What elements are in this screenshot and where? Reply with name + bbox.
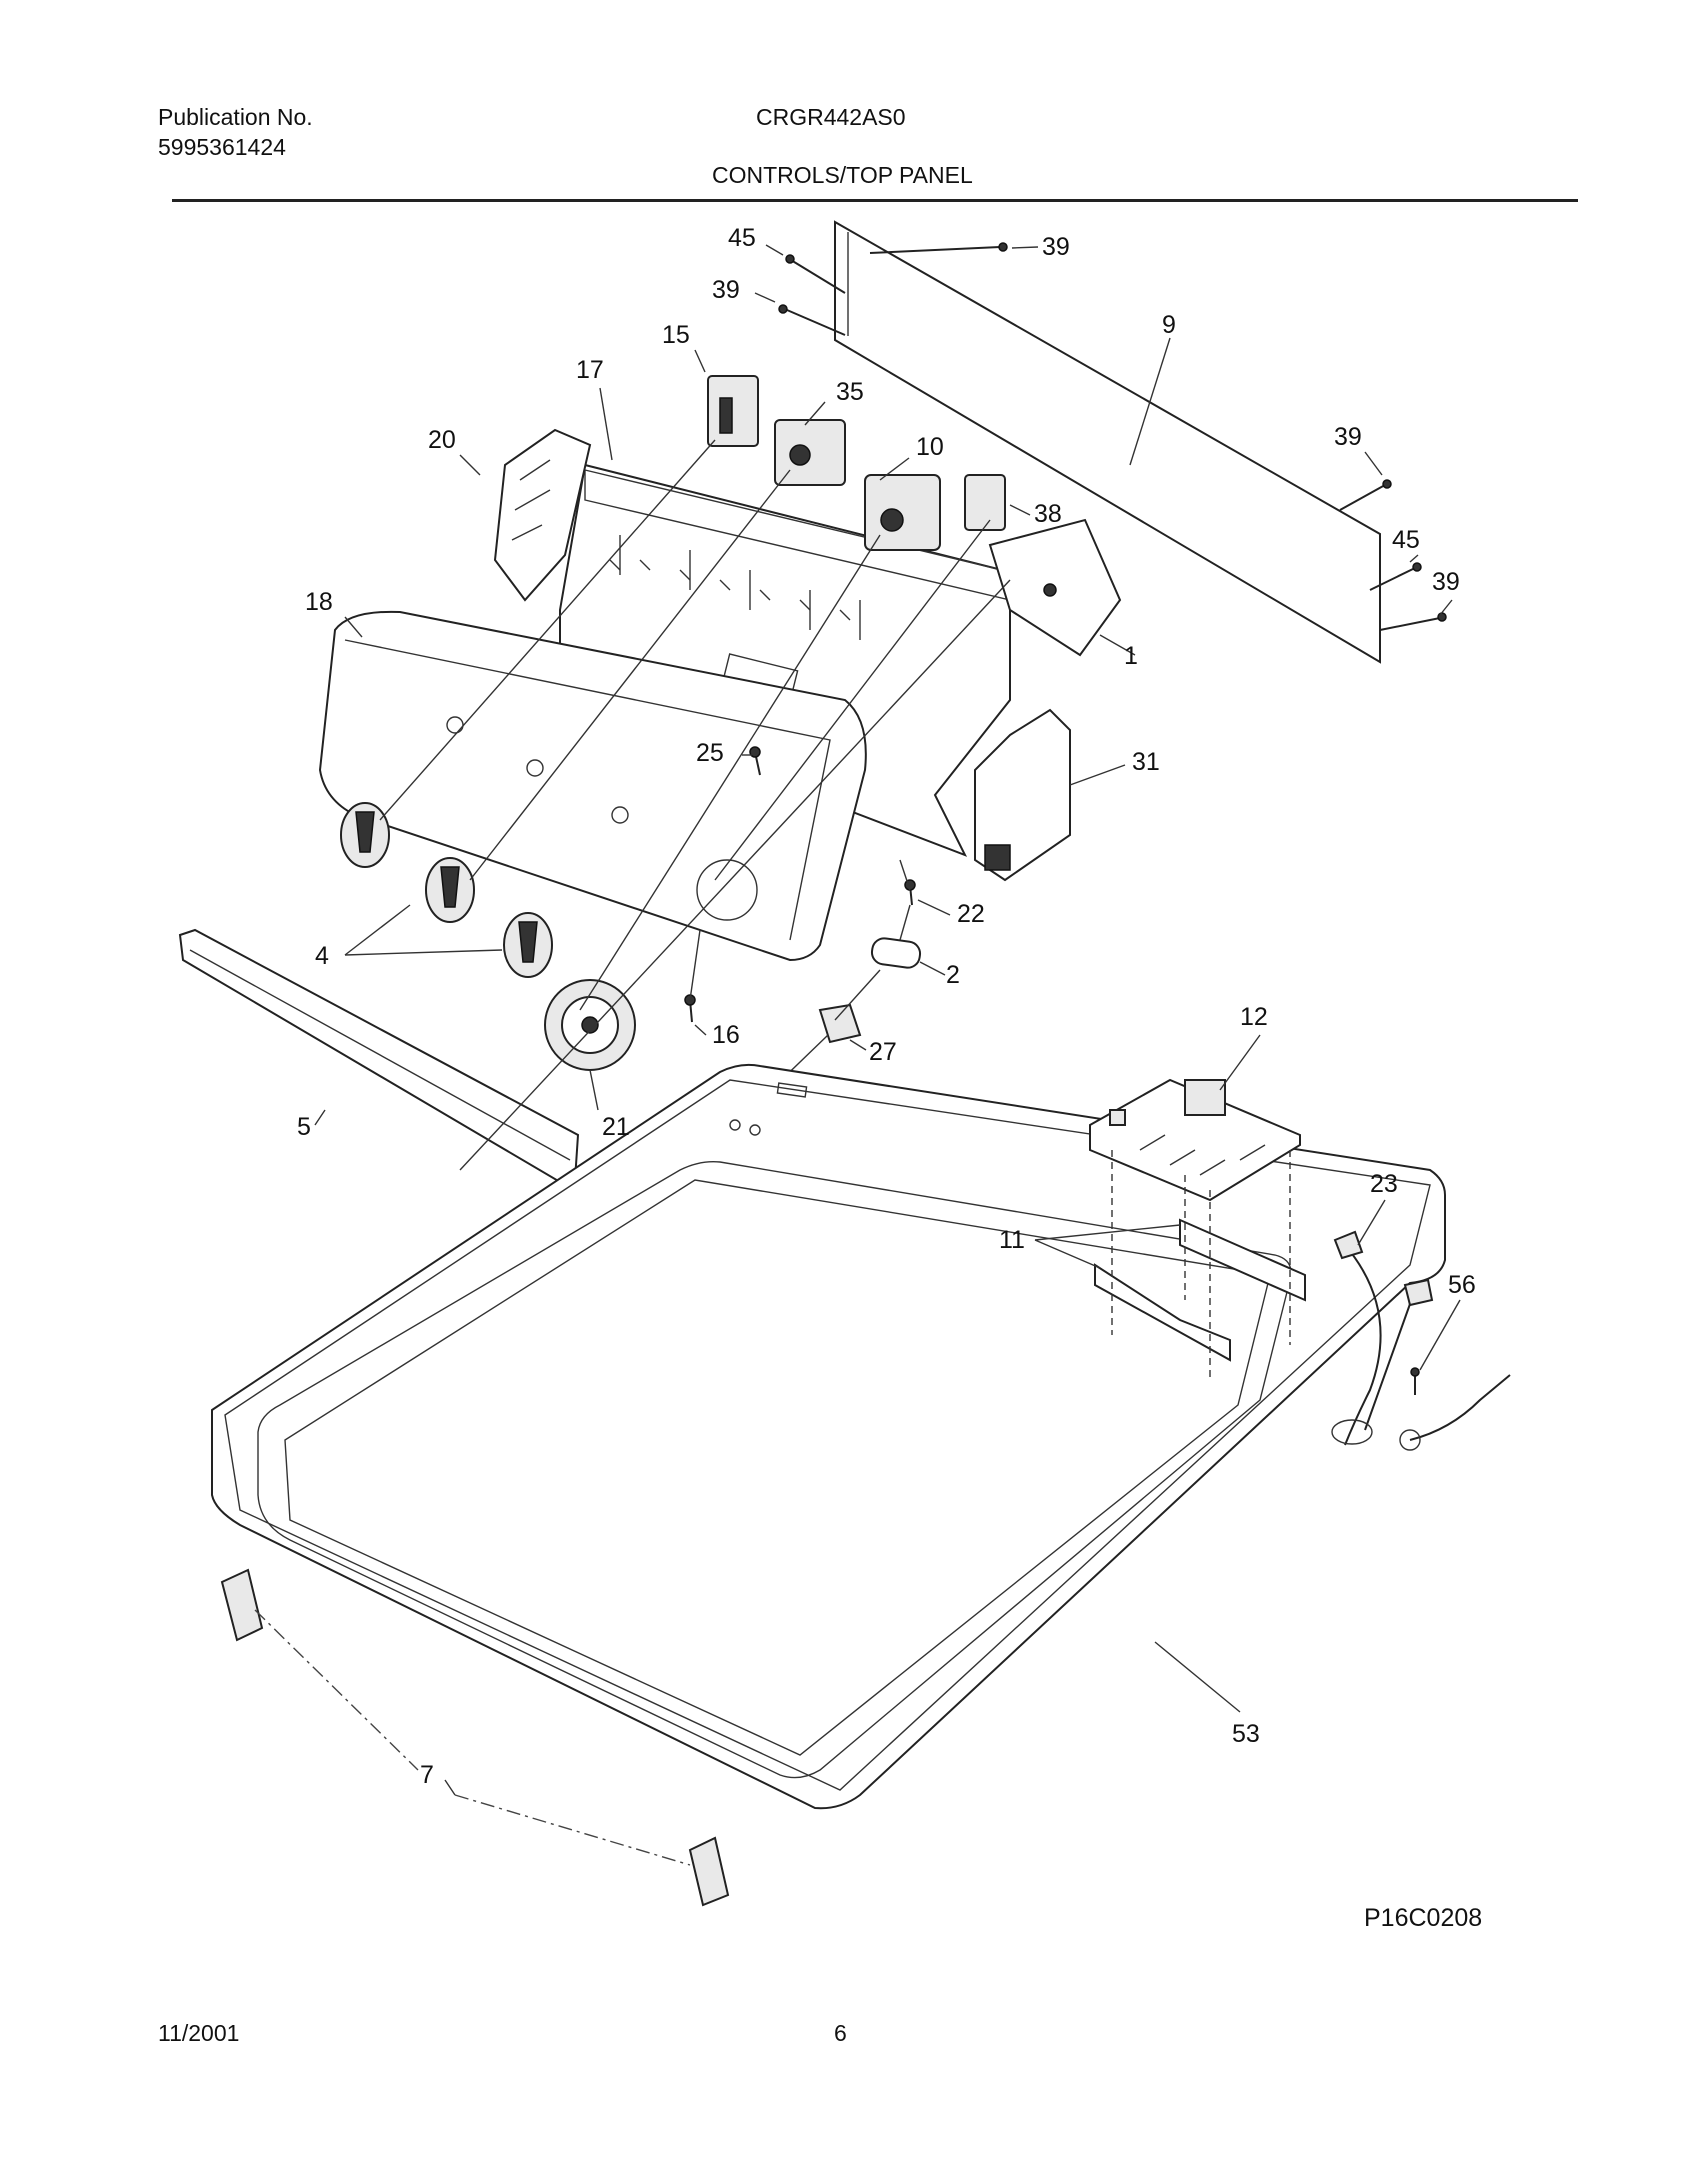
rear-panel-part-9: [834, 220, 1381, 664]
knobs-part-4: [340, 802, 553, 978]
callout-56: 56: [1448, 1271, 1476, 1299]
large-knob-part-21: [544, 979, 636, 1071]
callout-23: 23: [1370, 1170, 1398, 1198]
publication-number: 5995361424: [158, 134, 286, 160]
callout-27: 27: [869, 1038, 897, 1066]
switch-part-38: [964, 474, 1006, 531]
callout-17: 17: [576, 356, 604, 384]
callout-22: 22: [957, 900, 985, 928]
callout-11: 11: [999, 1226, 1025, 1254]
screw-part-22: [904, 879, 916, 906]
callout-35: 35: [836, 378, 864, 406]
callout-15: 15: [662, 321, 690, 349]
ground-wire-part-56: [1399, 1367, 1511, 1451]
callout-numbers: 45 39 39 9 15 17 35 39 10 20 45 38 39 18…: [297, 224, 1476, 1789]
callout-leaders: [314, 244, 1461, 1796]
right-end-cap-part-31: [974, 708, 1071, 882]
top-panel-part-53: [211, 1063, 1446, 1810]
callout-25: 25: [696, 739, 724, 767]
wire-harness-part-23: [1331, 1230, 1434, 1446]
section-title: CONTROLS/TOP PANEL: [712, 162, 973, 188]
callout-2: 2: [946, 961, 960, 989]
callout-1: 1: [1124, 642, 1138, 670]
clip-part-27: [818, 1003, 862, 1044]
board-brackets-part-11: [1094, 1150, 1306, 1380]
callout-7: 7: [420, 1761, 434, 1789]
callout-10: 10: [916, 433, 944, 461]
callout-39: 39: [1334, 423, 1362, 451]
left-end-cap-part-20: [493, 428, 592, 602]
control-board-part-12: [1089, 1078, 1301, 1202]
callout-31: 31: [1132, 748, 1160, 776]
callout-12: 12: [1240, 1003, 1268, 1031]
footer-page-number: 6: [834, 2020, 847, 2046]
console-overlay-part-18: [318, 610, 867, 962]
callout-9: 9: [1162, 311, 1176, 339]
model-number: CRGR442AS0: [756, 104, 906, 130]
callout-39: 39: [1042, 233, 1070, 261]
publication-label: Publication No.: [158, 104, 313, 130]
callout-21: 21: [602, 1113, 630, 1141]
callout-38: 38: [1034, 500, 1062, 528]
switch-part-15: [707, 375, 759, 447]
bracket-part-1: [988, 518, 1122, 657]
callout-16: 16: [712, 1021, 740, 1049]
footer-date: 11/2001: [158, 2020, 240, 2046]
callout-45: 45: [728, 224, 756, 252]
callout-18: 18: [305, 588, 333, 616]
light-part-2: [870, 937, 922, 969]
callout-53: 53: [1232, 1720, 1260, 1748]
callout-45: 45: [1392, 526, 1420, 554]
callout-39: 39: [712, 276, 740, 304]
clips-part-7: [220, 1568, 730, 1907]
callout-5: 5: [297, 1113, 311, 1141]
screw-part-25: [749, 746, 761, 776]
diagram-code: P16C0208: [1364, 1904, 1483, 1932]
callout-20: 20: [428, 426, 456, 454]
callout-39: 39: [1432, 568, 1460, 596]
header-rule: [172, 199, 1578, 202]
timer-part-10: [864, 474, 941, 551]
callout-4: 4: [315, 942, 329, 970]
